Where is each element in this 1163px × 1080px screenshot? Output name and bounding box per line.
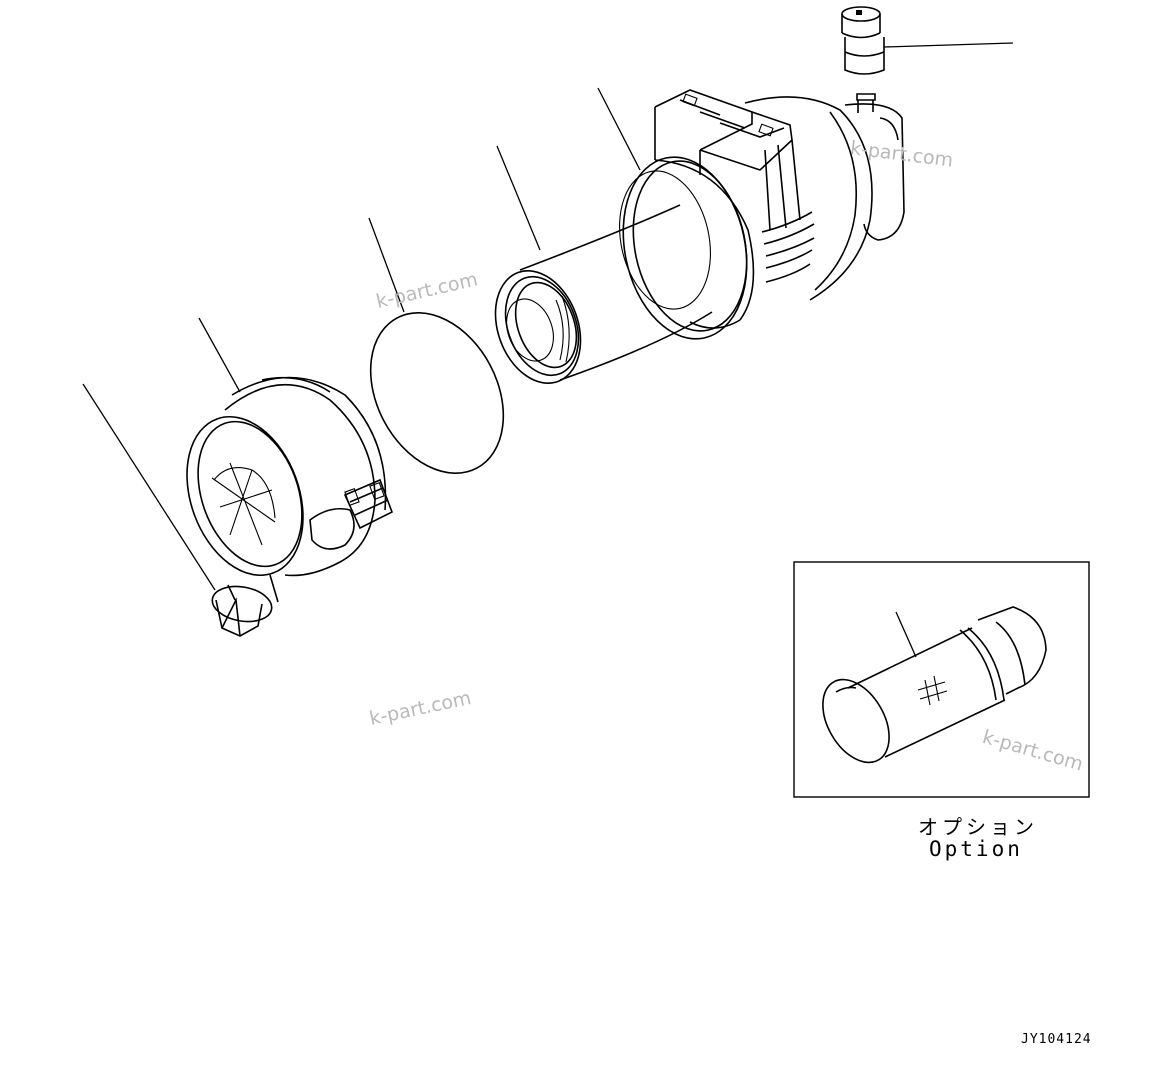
leader-line <box>496 145 541 251</box>
option-frame <box>793 561 1090 798</box>
leader-line <box>82 383 216 591</box>
valve-icon <box>82 383 273 637</box>
cover-icon <box>186 317 394 603</box>
air-cleaner-body-icon <box>597 87 905 340</box>
leader-line <box>883 42 1014 48</box>
ring-gasket-icon <box>368 217 505 474</box>
leader-line <box>597 87 641 171</box>
dust-indicator-icon <box>841 6 1014 75</box>
safety-element-icon <box>822 606 1047 764</box>
leader-line <box>368 217 405 313</box>
drawing-code: JY104124 <box>1021 1032 1092 1047</box>
option-label-jp: オプション <box>918 815 1038 839</box>
filter-element-icon <box>494 145 713 384</box>
leader-line <box>895 611 917 658</box>
option-label-en: Option <box>929 837 1023 861</box>
leader-line <box>198 317 241 393</box>
option-box <box>793 561 1090 798</box>
